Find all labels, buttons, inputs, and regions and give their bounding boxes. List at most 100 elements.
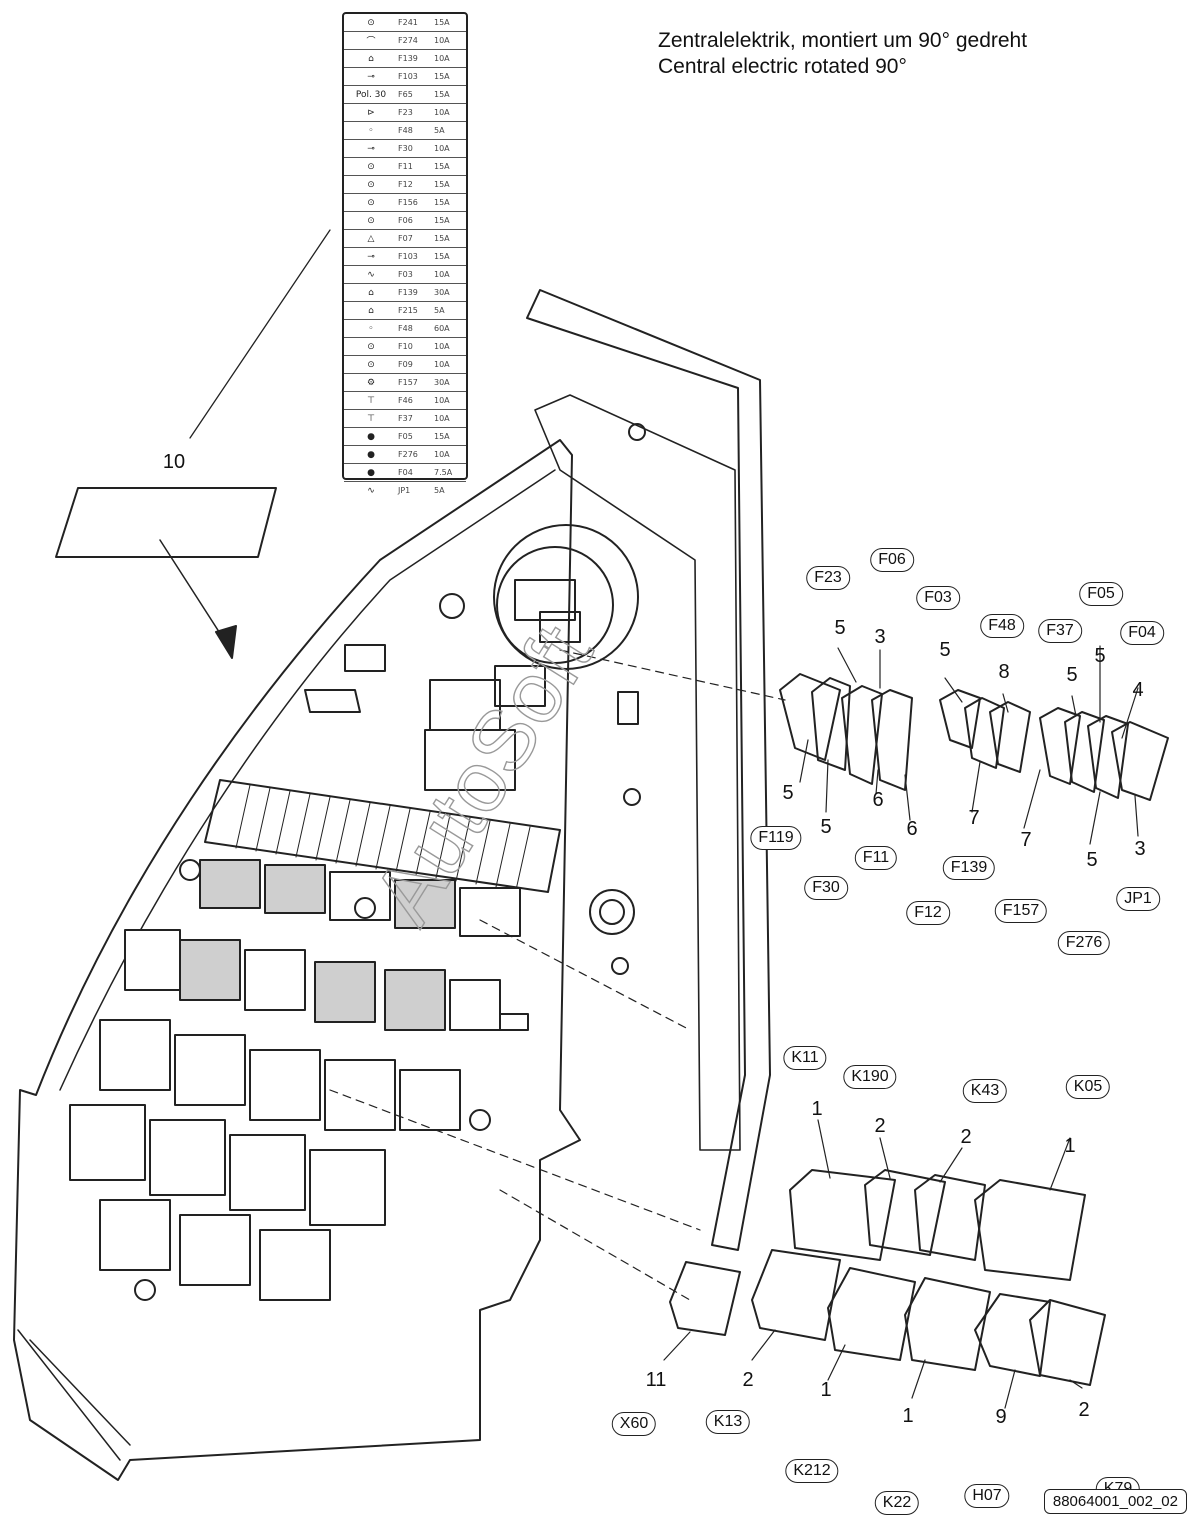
ignition-switch-ring — [496, 546, 614, 664]
fuse-rating: 15A — [434, 18, 450, 27]
relay-qty-k13: 2 — [742, 1369, 754, 1391]
fuse-code: F276 — [398, 450, 418, 459]
light-icon: ⊙ — [367, 197, 375, 208]
fuse-code: F103 — [398, 72, 418, 81]
relay-row-lower — [99, 1019, 461, 1131]
fuse-rating: 10A — [434, 450, 450, 459]
relay-qty-k22: 1 — [902, 1405, 914, 1427]
lamp-icon: ◦ — [368, 323, 374, 334]
fuse-code: JP1 — [398, 486, 411, 495]
fuse-code: F03 — [398, 270, 413, 279]
callout-number-10: 10 — [162, 451, 186, 473]
socket — [494, 665, 546, 707]
fuse-qty-f05: 5 — [1094, 645, 1106, 667]
pol-30-label: Pol. 30 — [355, 89, 387, 100]
fuse-callout-f11: F11 — [854, 846, 898, 870]
fuse-callout-f119: F119 — [750, 826, 802, 850]
fuse-qty-f119: 5 — [782, 782, 794, 804]
fuse-qty-f276: 5 — [1086, 849, 1098, 871]
fuse-code: F06 — [398, 216, 413, 225]
fuse-card-row: ● F276 10A — [344, 446, 466, 464]
fuse-rating: 10A — [434, 396, 450, 405]
fuse-callout-f30: F30 — [804, 876, 848, 900]
fuse-callout-f03: F03 — [916, 586, 960, 610]
fuse-qty-f139: 7 — [968, 807, 980, 829]
relay-callout-k22: K22 — [874, 1491, 920, 1515]
warning-icon: △ — [367, 233, 375, 244]
caption-german: Zentralelektrik, montiert um 90° gedreht — [658, 29, 1028, 52]
fuse-card-row: ⊙ F156 15A — [344, 194, 466, 212]
fuse-code: F07 — [398, 234, 413, 243]
key-icon: ⊸ — [367, 143, 375, 154]
switch-terminals — [539, 611, 581, 643]
relay-qty-h07: 9 — [995, 1406, 1007, 1428]
key-icon: ⊸ — [367, 251, 375, 262]
bulb-icon: ● — [367, 431, 375, 442]
fuse-qty-f04: 4 — [1132, 679, 1144, 701]
fuse-rating: 10A — [434, 414, 450, 423]
relay-callout-k05: K05 — [1065, 1075, 1111, 1099]
label-panel — [55, 487, 277, 558]
fuse-rating: 10A — [434, 108, 450, 117]
heater-icon: ∿ — [367, 485, 375, 496]
relay-callout-k43: K43 — [962, 1079, 1008, 1103]
fuse-code: F241 — [398, 18, 418, 27]
bulb-icon: ● — [367, 467, 375, 478]
fuse-rating: 15A — [434, 216, 450, 225]
fuse-callout-f12: F12 — [906, 901, 950, 925]
nut — [439, 593, 465, 619]
connector-block — [344, 644, 386, 672]
fuse-rating: 15A — [434, 198, 450, 207]
projection-lines — [329, 649, 786, 1301]
relay-qty-k11: 1 — [811, 1098, 823, 1120]
light-icon: ⊙ — [367, 179, 375, 190]
horn-icon: ⊳ — [367, 107, 375, 118]
relay-callout-h07: H07 — [964, 1484, 1010, 1508]
fuse-code: F215 — [398, 306, 418, 315]
fuse-qty-f30: 5 — [820, 816, 832, 838]
fuse-qty-f48: 8 — [998, 661, 1010, 683]
fuse-qty-f37: 5 — [1066, 664, 1078, 686]
grommet — [589, 889, 635, 935]
fuse-rating: 30A — [434, 378, 450, 387]
fuse-callout-f04: F04 — [1120, 621, 1164, 645]
fuse-rating: 10A — [434, 342, 450, 351]
fuse-callout-jp1: JP1 — [1116, 887, 1160, 911]
plug-icon: ⊤ — [367, 413, 375, 424]
relay-row-middle — [124, 929, 501, 1031]
nut — [134, 1279, 156, 1301]
fuse-code: F23 — [398, 108, 413, 117]
fuse-code: F156 — [398, 198, 418, 207]
relay-callout-k190: K190 — [843, 1065, 897, 1089]
fuse-code: F65 — [398, 90, 413, 99]
relay-row-upper — [199, 859, 521, 937]
bulb-icon: ● — [367, 449, 375, 460]
relay-qty-k79: 2 — [1078, 1399, 1090, 1421]
fuse-rating: 10A — [434, 360, 450, 369]
fuse-card-row: ⊙ F241 15A — [344, 14, 466, 32]
fuse-qty-jp1: 3 — [1134, 838, 1146, 860]
relay-qty-k212: 1 — [820, 1379, 832, 1401]
relay-callout-k13: K13 — [705, 1410, 751, 1434]
fuse-code: F10 — [398, 342, 413, 351]
figure-reference: 88064001_002_02 — [1043, 1489, 1187, 1514]
light-icon: ⊙ — [367, 17, 375, 28]
lamp-icon: ◦ — [368, 125, 374, 136]
tool-icon: ⚙ — [366, 377, 376, 388]
fuse-code: F46 — [398, 396, 413, 405]
mount-hole — [628, 423, 646, 441]
fuse-qty-f06: 3 — [874, 626, 886, 648]
fuse-code: F30 — [398, 144, 413, 153]
fuse-code: F09 — [398, 360, 413, 369]
